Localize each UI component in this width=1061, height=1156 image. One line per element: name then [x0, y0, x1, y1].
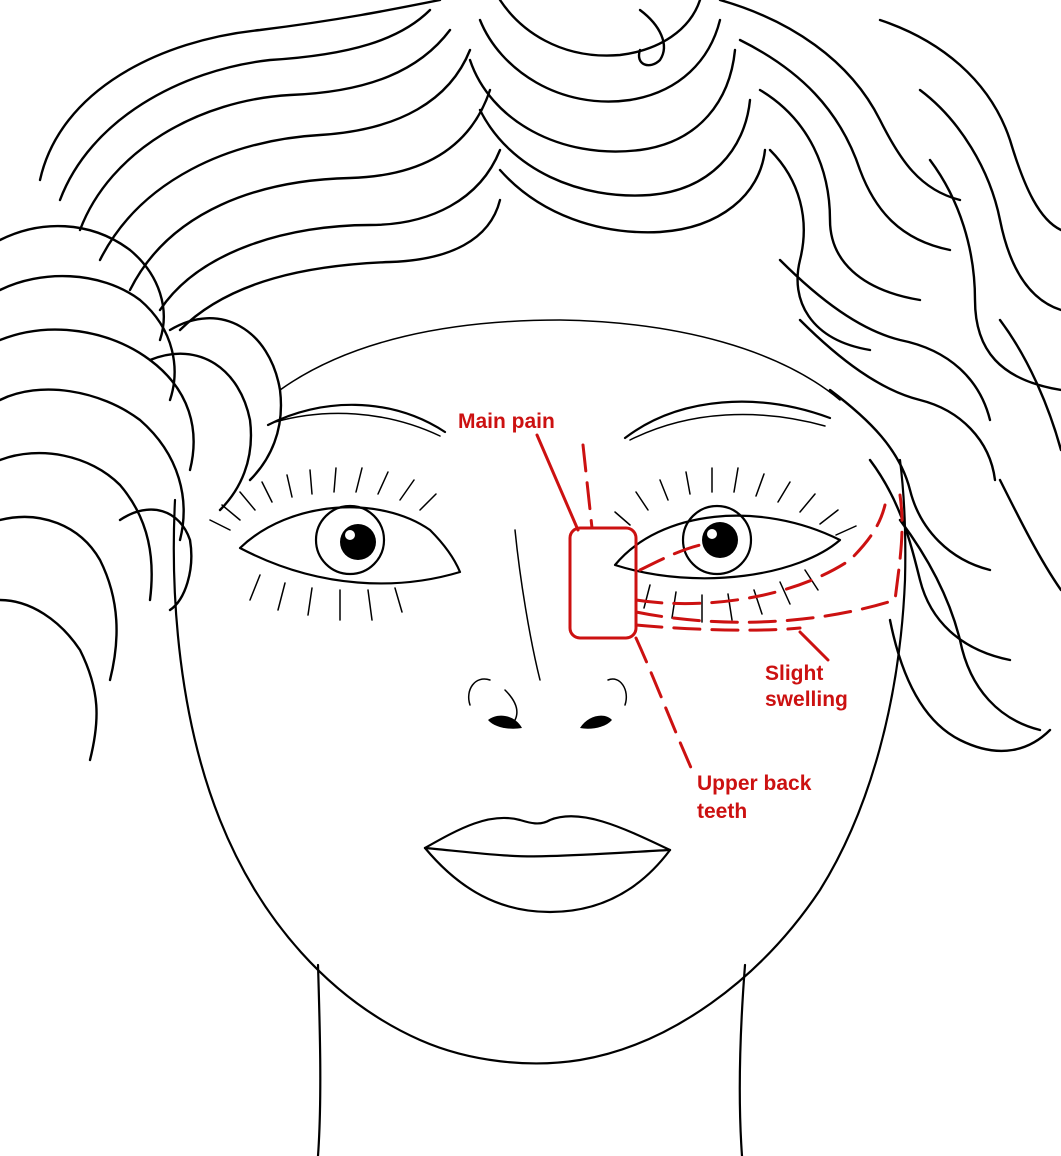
main-pain-leader	[537, 435, 578, 530]
label-slight: Slight	[765, 662, 823, 686]
main-pain-dashed-leader	[583, 445, 592, 528]
lips	[425, 816, 670, 912]
nose	[469, 530, 627, 729]
eye-dash	[640, 545, 700, 570]
left-eye	[210, 468, 460, 620]
label-main-pain: Main pain	[458, 410, 555, 434]
hair	[0, 0, 1061, 760]
swelling-leader	[800, 632, 828, 660]
teeth-leader	[636, 638, 692, 770]
face-outline	[174, 320, 906, 1156]
swelling-arc-low	[636, 625, 800, 630]
label-upper-back: Upper back	[697, 772, 811, 796]
main-pain-box	[570, 528, 636, 638]
label-swelling: swelling	[765, 688, 848, 712]
label-teeth: teeth	[697, 800, 747, 824]
